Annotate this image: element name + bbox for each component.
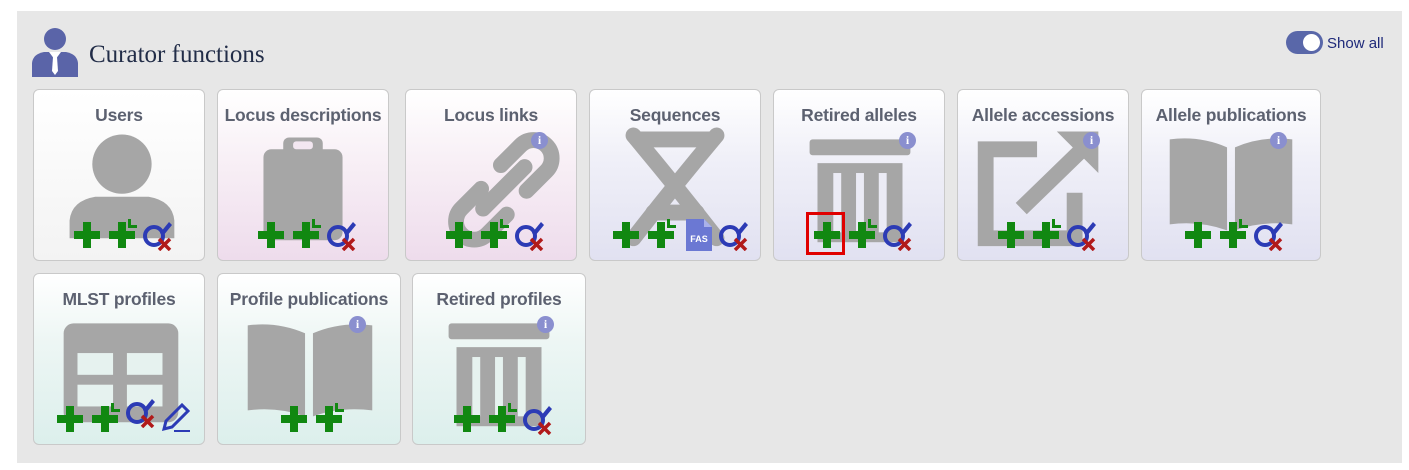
card-locus-descriptions: Locus descriptions (217, 89, 389, 261)
query-button[interactable] (717, 219, 749, 251)
card-title: Profile publications (229, 289, 389, 309)
card-title: Retired alleles (801, 105, 917, 125)
card-title: MLST profiles (62, 289, 176, 309)
card-locus-links: Locus links i (405, 89, 577, 261)
query-button[interactable] (124, 396, 156, 428)
card-allele-accessions: Allele accessions i (957, 89, 1129, 261)
card-users: Users (33, 89, 205, 261)
batch-add-button[interactable] (645, 219, 677, 251)
batch-add-button[interactable] (89, 403, 121, 435)
card-title: Sequences (629, 105, 721, 125)
show-all-toggle[interactable] (1286, 31, 1323, 54)
add-button[interactable] (278, 403, 310, 435)
add-button[interactable] (71, 219, 103, 251)
card-allele-publications: Allele publications i (1141, 89, 1321, 261)
info-icon[interactable]: i (1270, 132, 1287, 149)
query-button[interactable] (881, 219, 913, 251)
add-button[interactable] (54, 403, 86, 435)
card-title: Allele publications (1155, 105, 1307, 125)
batch-add-button[interactable] (486, 403, 518, 435)
toggle-knob (1303, 34, 1320, 51)
add-button[interactable] (443, 219, 475, 251)
card-title: Retired profiles (436, 289, 562, 309)
curator-user-icon (32, 28, 78, 77)
card-title: Locus descriptions (224, 105, 382, 125)
batch-add-button[interactable] (1030, 219, 1062, 251)
book-icon (247, 324, 373, 417)
card-title: Users (95, 105, 143, 125)
add-button[interactable] (811, 219, 843, 251)
add-button[interactable] (1182, 219, 1214, 251)
batch-add-button[interactable] (313, 403, 345, 435)
add-button[interactable] (610, 219, 642, 251)
query-button[interactable] (325, 219, 357, 251)
card-retired-alleles: Retired alleles i (773, 89, 945, 261)
dna-icon (625, 127, 725, 247)
card-title: Allele accessions (971, 105, 1115, 125)
batch-add-button[interactable] (846, 219, 878, 251)
info-icon[interactable]: i (537, 316, 554, 333)
table-icon (63, 323, 179, 423)
batch-add-button[interactable] (1217, 219, 1249, 251)
info-icon[interactable]: i (531, 132, 548, 149)
info-icon[interactable]: i (349, 316, 366, 333)
add-button[interactable] (451, 403, 483, 435)
book-icon (1169, 138, 1293, 231)
info-icon[interactable]: i (1083, 132, 1100, 149)
fasta-upload-button[interactable]: FAS (686, 219, 712, 251)
card-mlst-profiles: MLST profiles (33, 273, 205, 445)
card-title: Locus links (443, 105, 539, 125)
query-button[interactable] (141, 219, 173, 251)
card-retired-profiles: Retired profiles i (412, 273, 586, 445)
batch-add-button[interactable] (106, 219, 138, 251)
fasta-label: FAS (690, 234, 708, 244)
batch-update-button[interactable] (160, 401, 192, 433)
batch-add-button[interactable] (478, 219, 510, 251)
batch-add-button[interactable] (290, 219, 322, 251)
card-sequences: Sequences FAS (589, 89, 761, 261)
query-button[interactable] (521, 403, 553, 435)
clipboard-icon (263, 137, 343, 241)
query-button[interactable] (1252, 219, 1284, 251)
add-button[interactable] (995, 219, 1027, 251)
query-button[interactable] (513, 219, 545, 251)
card-profile-publications: Profile publications i (217, 273, 401, 445)
info-icon[interactable]: i (899, 132, 916, 149)
add-button[interactable] (255, 219, 287, 251)
page-title: Curator functions (89, 41, 265, 68)
show-all-label[interactable]: Show all (1327, 35, 1384, 52)
query-button[interactable] (1065, 219, 1097, 251)
